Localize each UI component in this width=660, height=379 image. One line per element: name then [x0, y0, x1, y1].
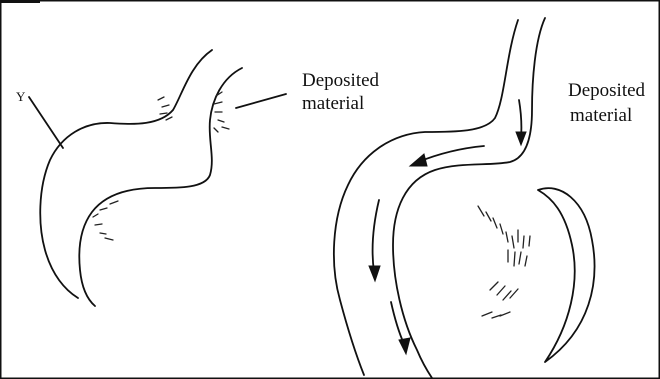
- point-label-y: Y: [16, 89, 26, 104]
- left-annotation-line2: material: [302, 93, 364, 114]
- right-annotation-line1: Deposited: [568, 80, 646, 101]
- right-annotation-line2: material: [570, 105, 632, 126]
- left-annotation-line1: Deposited: [302, 70, 380, 91]
- top-edge-mark: [0, 0, 40, 3]
